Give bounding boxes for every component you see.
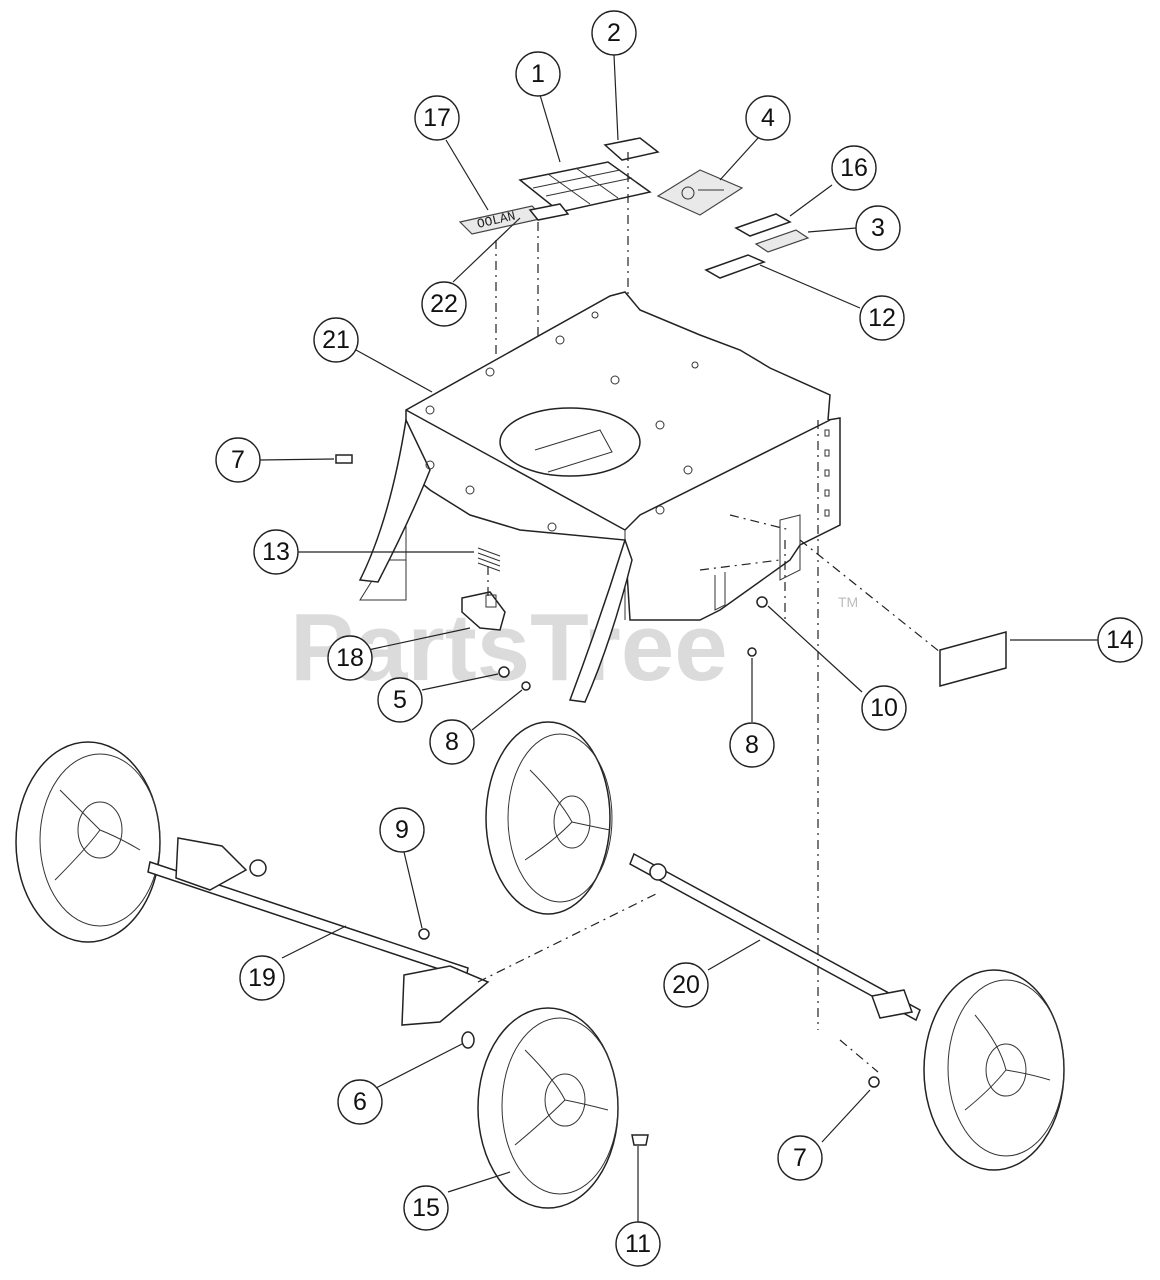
rear-axle (629, 420, 921, 1073)
deck (358, 291, 841, 703)
callout-3[interactable]: 3 (855, 205, 901, 251)
callout-22[interactable]: 22 (421, 281, 467, 327)
callout-19[interactable]: 19 (239, 955, 285, 1001)
svg-text:19: 19 (248, 964, 276, 992)
decal-3 (754, 229, 810, 253)
callout-8-right[interactable]: 8 (729, 722, 775, 768)
callout-10[interactable]: 10 (861, 685, 907, 731)
svg-text:7: 7 (793, 1144, 807, 1172)
screw-7b (868, 1076, 880, 1088)
callout-21[interactable]: 21 (313, 317, 359, 363)
decal-panel (518, 137, 660, 213)
spring (477, 547, 501, 598)
nut-8a (521, 681, 531, 691)
wheel (477, 1007, 619, 1209)
callout-2[interactable]: 2 (591, 10, 637, 56)
wheel-rear-left (485, 721, 613, 915)
svg-text:18: 18 (336, 644, 364, 672)
watermark-trademark: TM (838, 594, 858, 610)
callout-7-left[interactable]: 7 (215, 437, 261, 483)
washer-6 (461, 1031, 475, 1049)
svg-text:1: 1 (531, 60, 545, 88)
svg-text:16: 16 (840, 154, 868, 182)
callout-13[interactable]: 13 (253, 529, 299, 575)
callout-16[interactable]: 16 (831, 145, 877, 191)
name-decal: OOLAN (458, 203, 570, 235)
svg-text:14: 14 (1106, 626, 1134, 654)
svg-text:12: 12 (868, 304, 896, 332)
callout-20[interactable]: 20 (663, 962, 709, 1008)
bolt-10 (756, 596, 768, 608)
screw-7a (335, 454, 353, 464)
callout-6[interactable]: 6 (337, 1079, 383, 1125)
side-decal (799, 539, 1007, 687)
nut-8b (747, 647, 757, 657)
callout-14[interactable]: 14 (1097, 617, 1143, 663)
wheel-rear-right (923, 969, 1065, 1171)
front-axle (147, 837, 661, 1026)
svg-text:11: 11 (625, 1230, 651, 1258)
svg-text:10: 10 (870, 694, 898, 722)
callout-1[interactable]: 1 (515, 51, 561, 97)
svg-text:21: 21 (322, 326, 350, 354)
svg-text:15: 15 (412, 1194, 440, 1222)
callout-11[interactable]: 11 (615, 1221, 661, 1267)
callout-4[interactable]: 4 (745, 95, 791, 141)
height-adjuster-bracket (461, 591, 506, 631)
callout-18[interactable]: 18 (327, 635, 373, 681)
svg-text:8: 8 (745, 731, 759, 759)
svg-text:7: 7 (231, 446, 245, 474)
leader-lines (259, 54, 1098, 1222)
washer-5 (498, 666, 510, 678)
callout-12[interactable]: 12 (859, 295, 905, 341)
callout-9[interactable]: 9 (379, 807, 425, 853)
svg-text:2: 2 (607, 19, 621, 47)
svg-text:6: 6 (353, 1088, 367, 1116)
callout-17[interactable]: 17 (414, 95, 460, 141)
callout-5[interactable]: 5 (377, 677, 423, 723)
decal-16 (734, 213, 792, 237)
svg-text:22: 22 (430, 290, 458, 318)
callout-15[interactable]: 15 (403, 1185, 449, 1231)
svg-text:5: 5 (393, 686, 407, 714)
decal-12 (704, 254, 767, 279)
wheel-front-left (15, 741, 161, 943)
svg-text:4: 4 (761, 104, 775, 132)
bolt-11 (631, 1134, 649, 1146)
svg-text:3: 3 (871, 214, 885, 242)
svg-text:9: 9 (395, 816, 409, 844)
svg-text:20: 20 (672, 971, 700, 999)
callout-7-right[interactable]: 7 (777, 1135, 823, 1181)
svg-text:17: 17 (423, 104, 451, 132)
callout-8-left[interactable]: 8 (429, 719, 475, 765)
instruction-plate (656, 169, 744, 216)
nut-9 (418, 928, 430, 940)
svg-text:13: 13 (262, 538, 290, 566)
svg-text:8: 8 (445, 728, 459, 756)
